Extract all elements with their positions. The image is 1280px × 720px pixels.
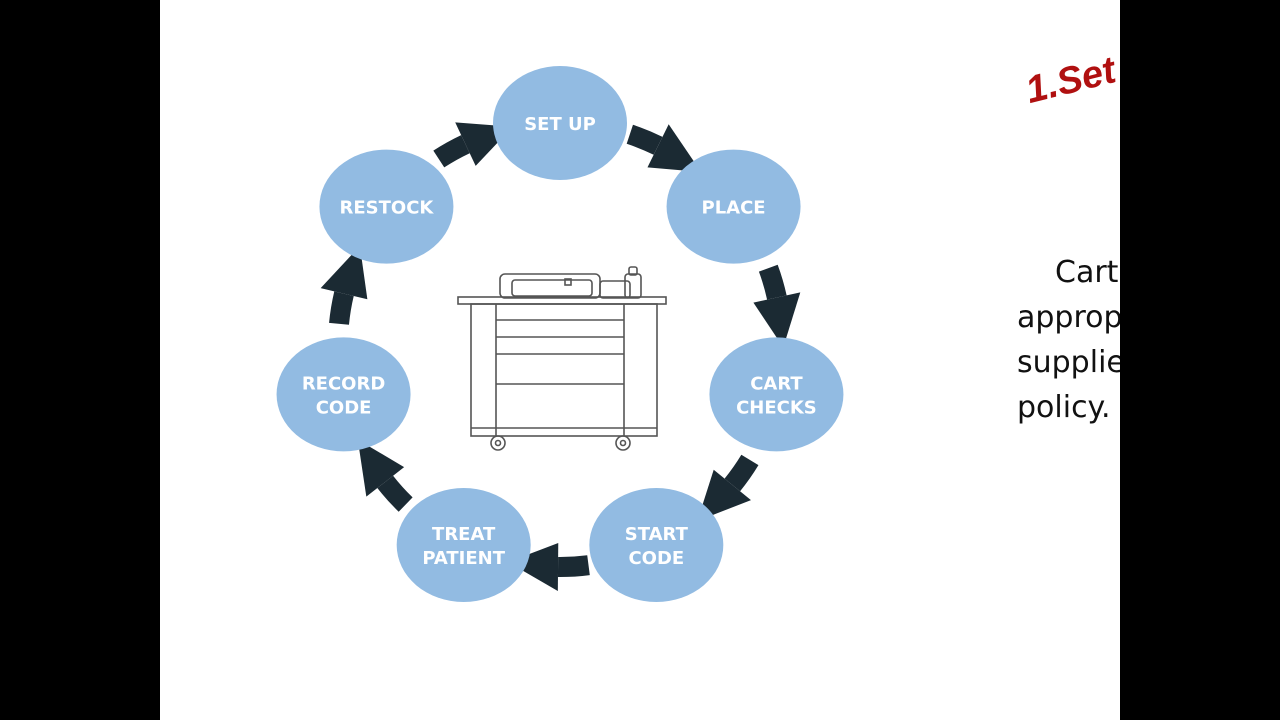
arrow-head [753,292,801,348]
step-node-restock: RESTOCK [319,149,454,264]
step-label: TREAT [432,524,496,545]
step-circle [396,488,531,603]
cycle-arrow [626,124,663,155]
step-node-record-code: RECORD CODE [276,337,411,452]
step-circle [319,149,454,264]
step-label: RESTOCK [340,198,435,219]
cycle-arrow [377,475,413,512]
crash-cart-icon [457,266,667,451]
step-label: SET UP [524,114,596,135]
cycle-nodes: SET UP PLACE CART CHECKS START CODE TREAT PATIE… [276,66,844,603]
step-label: START [625,524,689,545]
cycle-arrow [724,454,759,492]
cycle-arrow [329,291,354,325]
arrow-head [697,469,751,522]
step-label: CART [750,373,803,394]
cycle-arrows [320,122,801,591]
body-line: supplie [1017,345,1120,380]
body-line: policy. [1017,390,1111,425]
arrow-head [357,439,405,497]
step-label: PATIENT [422,548,505,569]
step-circle [666,149,801,264]
arrow-head [320,245,368,300]
step-node-cart-checks: CART CHECKS [709,337,844,452]
arrow-head [647,124,702,172]
slide: SET UP PLACE CART CHECKS START CODE TREAT PATIE… [160,0,1120,720]
arrow-head [507,542,559,591]
step-node-place: PLACE [666,149,801,264]
step-node-treat-patient: TREAT PATIENT [396,488,531,603]
body-line: Cart [1055,255,1119,290]
step-label: CODE [628,548,684,569]
cycle-arrow [557,555,590,577]
slide-body-text: Cart approp supplie policy. [1017,250,1120,430]
cycle-diagram: SET UP PLACE CART CHECKS START CODE TREAT PATIE… [276,66,844,603]
step-node-set-up: SET UP [493,66,627,180]
step-circle [493,66,627,180]
cycle-arrow [758,264,787,300]
step-label: CODE [316,397,372,418]
cycle-arrow [433,135,470,168]
step-circle [589,488,724,603]
body-line: approp [1017,300,1120,335]
step-label: PLACE [702,198,766,219]
step-circle [709,337,844,452]
step-circle [276,337,411,452]
step-label: CHECKS [736,397,817,418]
step-node-start-code: START CODE [589,488,724,603]
step-label: RECORD [302,373,385,394]
